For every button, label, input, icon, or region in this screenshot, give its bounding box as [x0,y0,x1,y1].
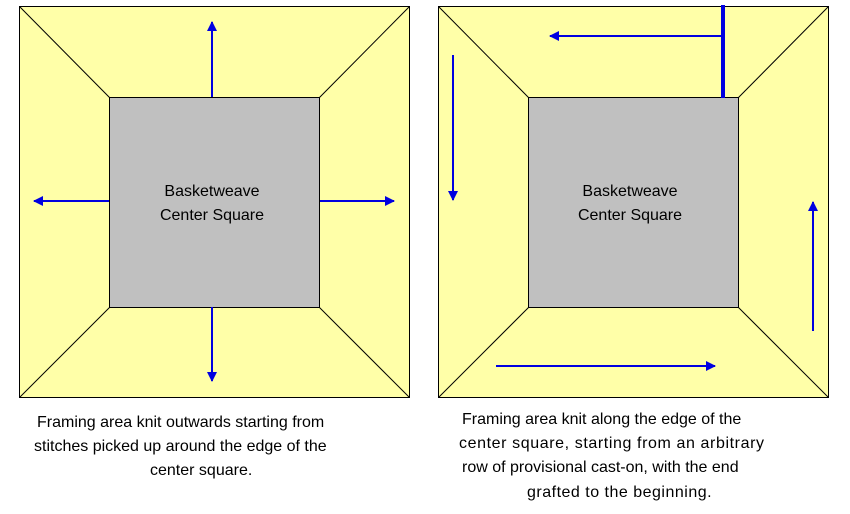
caption-along-line1: Framing area knit along the edge of the [462,411,742,428]
corner-line [438,307,529,398]
center-label-line1: Basketweave [582,183,677,200]
center-label-line1: Basketweave [164,183,259,200]
center-square [528,97,739,308]
center-label-line2: Center Square [578,207,682,224]
corner-line [738,307,829,398]
caption-outward-line1: Framing area knit outwards starting from [37,414,325,431]
caption-outward-line2: stitches picked up around the edge of th… [34,438,327,455]
corner-line [19,6,110,98]
center-square [109,97,320,308]
outward-diagram: Basketweave Center Square [19,6,410,398]
center-label-line2: Center Square [160,207,264,224]
corner-line [319,6,410,98]
corner-line [319,307,410,398]
caption-outward-line3: center square. [150,462,253,479]
along-edge-diagram: Basketweave Center Square [438,5,829,398]
corner-line [19,307,110,398]
caption-along-line2: center square, starting from an arbitrar… [459,435,765,452]
caption-along-line3: row of provisional cast-on, with the end [462,459,739,476]
caption-along-line4: grafted to the beginning. [527,484,713,501]
corner-line [738,6,829,98]
corner-line [438,6,529,98]
